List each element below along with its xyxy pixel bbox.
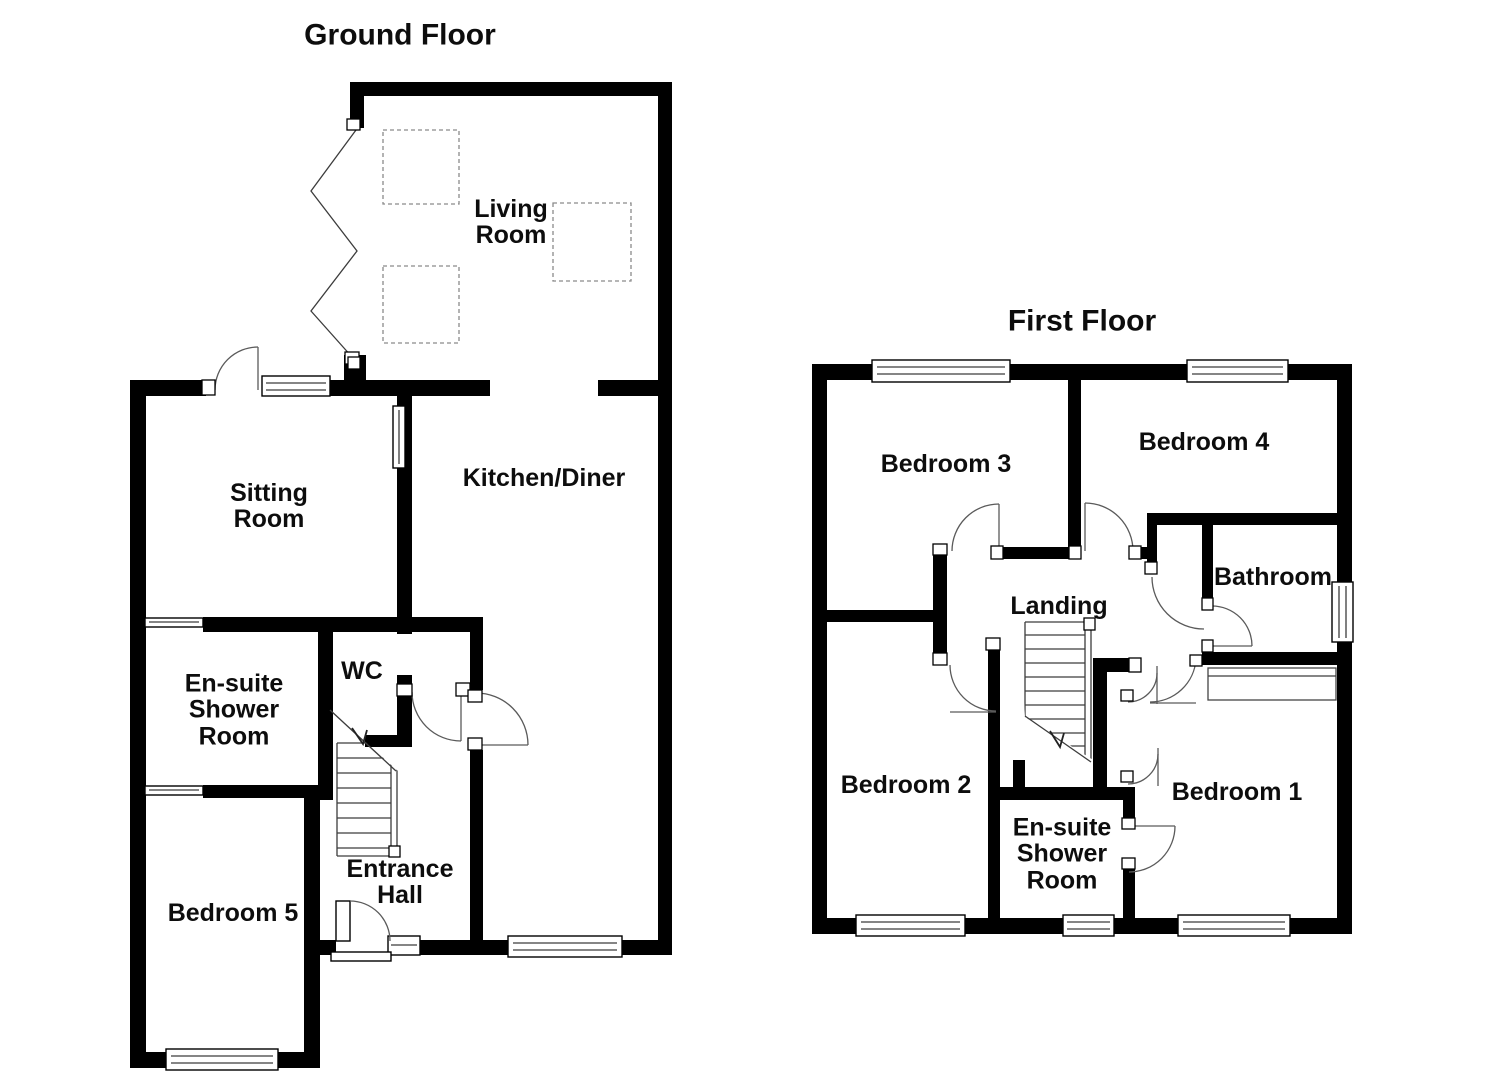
gf-bifold-doors	[310, 118, 361, 370]
ff-staircase	[1024, 617, 1096, 763]
ground-floor-title: Ground Floor	[304, 18, 496, 52]
window	[144, 785, 204, 796]
front-door	[330, 900, 392, 962]
room-label-bedroom-5: Bedroom 5	[167, 898, 299, 927]
room-label-wc: WC	[341, 656, 383, 685]
window	[392, 405, 406, 469]
window	[1177, 914, 1291, 937]
window	[507, 935, 623, 958]
door-swing	[201, 346, 259, 396]
ff-doors	[932, 502, 1253, 873]
window	[387, 935, 421, 956]
ground-floor-plan	[130, 82, 672, 1071]
room-label-bedroom-3: Bedroom 3	[880, 449, 1012, 478]
window	[261, 375, 331, 397]
window	[871, 359, 1011, 383]
cupboard-doors	[1120, 666, 1159, 786]
gf-windows	[144, 375, 623, 1071]
room-label-entrance-hall: Entrance Hall	[346, 854, 454, 909]
room-label-bedroom-2: Bedroom 2	[840, 770, 972, 799]
door-swing	[1128, 654, 1203, 704]
ff-wardrobe	[1207, 667, 1337, 701]
door-swing	[1121, 817, 1176, 873]
room-label-bedroom-1: Bedroom 1	[1171, 777, 1303, 806]
room-label-kitchen-diner: Kitchen/Diner	[462, 463, 626, 492]
gf-doors	[201, 346, 529, 962]
room-label-bedroom-4: Bedroom 4	[1138, 427, 1270, 456]
room-label-ff-ensuite-shower-room: En-suite Shower Room	[1012, 813, 1112, 895]
door-swing	[932, 637, 1001, 713]
first-floor-plan	[812, 359, 1354, 937]
ff-windows	[855, 359, 1354, 937]
window	[1331, 581, 1354, 643]
door-swing	[1068, 502, 1142, 560]
first-floor-title: First Floor	[1007, 304, 1157, 338]
window	[855, 914, 966, 937]
door-swing	[1144, 561, 1205, 630]
window	[1186, 359, 1289, 383]
gf-staircase	[329, 709, 401, 858]
gf-furniture-dashed	[382, 129, 632, 344]
window	[165, 1048, 279, 1071]
room-label-landing: Landing	[1010, 591, 1108, 620]
window	[144, 617, 204, 628]
window	[1062, 914, 1115, 937]
door-swing	[396, 682, 471, 742]
room-label-living-room: Living Room	[474, 194, 548, 249]
door-swing	[467, 689, 529, 751]
room-label-gf-ensuite-shower-room: En-suite Shower Room	[184, 669, 284, 751]
door-swing	[932, 503, 1004, 560]
room-label-bathroom: Bathroom	[1213, 562, 1333, 591]
door-swing	[1201, 597, 1253, 653]
room-label-sitting-room: Sitting Room	[230, 478, 308, 533]
